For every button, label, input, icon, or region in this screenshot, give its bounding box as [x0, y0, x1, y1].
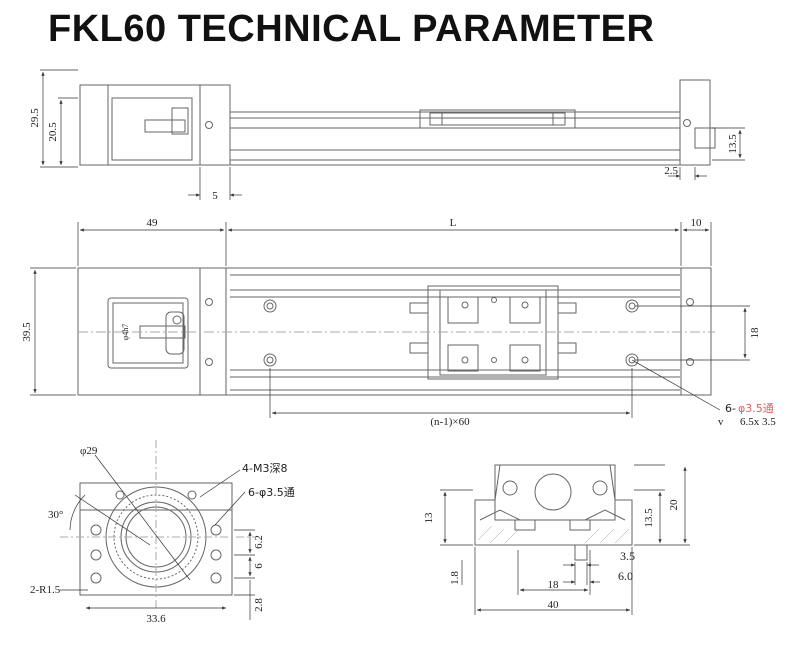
section-dim-6-0: 6.0 [618, 569, 633, 583]
top-dim-39-5: 39.5 [21, 322, 33, 342]
side-dim-2-5: 2.5 [664, 165, 678, 177]
end-dim-diameter: φ29 [80, 445, 98, 457]
end-dim-6-2: 6.2 [253, 535, 265, 549]
top-dim-pitch: (n-1)×60 [430, 416, 470, 428]
holes-note-counterbore-symbol: v [718, 416, 724, 428]
top-dim-49: 49 [147, 217, 159, 229]
holes-note-spec: φ3.5通 [738, 402, 774, 415]
section-dim-13-5: 13.5 [643, 508, 655, 528]
section-dim-13: 13 [423, 512, 435, 524]
section-dim-1-8: 1.8 [449, 571, 461, 585]
top-dim-L: L [450, 217, 457, 229]
section-dim-3-5: 3.5 [620, 549, 635, 563]
top-dim-10: 10 [691, 217, 703, 229]
top-dim-shaft: φ4h7 [121, 324, 130, 341]
side-end-block [679, 79, 711, 166]
end-dim-angle: 30° [48, 509, 63, 521]
side-dim-20-5: 20.5 [47, 122, 59, 142]
side-dim-5: 5 [212, 190, 218, 202]
end-view [60, 440, 255, 620]
end-dim-m3-threads: 4-M3深8 [242, 462, 287, 475]
top-dim-18: 18 [749, 327, 761, 339]
end-dim-holes: 6-φ3.5通 [248, 486, 295, 499]
side-dim-29-5: 29.5 [29, 108, 41, 128]
section-dim-20: 20 [668, 499, 680, 511]
section-profile [474, 464, 633, 546]
holes-note-counterbore: 6.5x 3.5 [740, 416, 776, 428]
end-dim-6: 6 [253, 563, 265, 569]
section-dim-40: 40 [548, 599, 560, 611]
end-dim-2-8: 2.8 [253, 598, 265, 612]
end-dim-radius: 2-R1.5 [30, 584, 61, 596]
top-view [30, 222, 750, 418]
side-motor-block [79, 84, 231, 166]
section-dim-18: 18 [548, 579, 560, 591]
holes-note-prefix: 6- [725, 402, 736, 415]
end-dim-33-6: 33.6 [146, 613, 166, 625]
section-view [440, 464, 690, 615]
side-dim-13-5: 13.5 [727, 134, 739, 154]
side-view [40, 69, 745, 200]
side-carriage [419, 109, 576, 129]
page-title: FKL60 TECHNICAL PARAMETER [48, 8, 655, 50]
